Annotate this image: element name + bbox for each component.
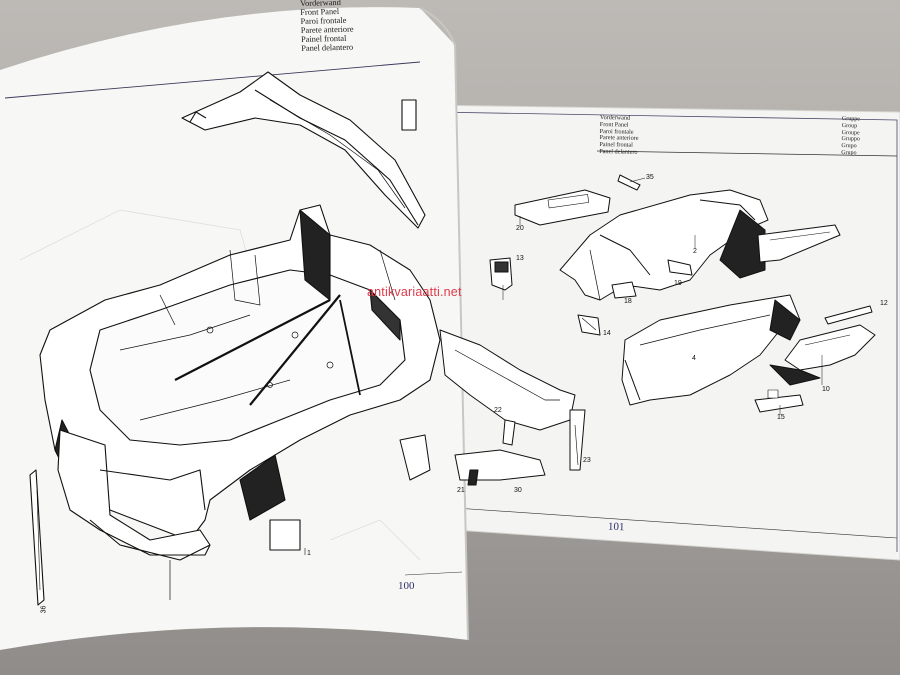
callout-part-19: 19 [674,280,682,287]
watermark-text: antikvariaatti.net [367,285,462,299]
right-page-group-labels: Gruppe Group Groupe Gruppo Grupo Grupo [841,116,860,157]
right-page-frame [433,111,898,552]
left-page-number: 100 [398,580,415,592]
callout-part-2: 2 [693,248,697,255]
callout-part-20: 20 [516,225,524,232]
callout-part-10: 10 [822,386,830,393]
left-page-frame [4,61,421,99]
callout-part-36: 36 [40,605,48,614]
right-page-header: Vorderwand Front Panel Paroi frontale Pa… [599,114,639,157]
header-line-es: Panel delantero [301,42,354,53]
front-body-shell-drawing [29,71,441,606]
callout-part-1: 1 [307,550,311,557]
front-panel-parts-drawing [399,174,876,486]
callout-part-14: 14 [603,330,611,337]
callout-part-35: 35 [646,174,654,181]
group-line-es: Grupo [841,149,857,157]
callout-part-4: 4 [692,355,696,362]
callout-part-15: 15 [777,414,785,421]
right-page-number: 101 [607,520,625,534]
left-page-header: Vorderwand Front Panel Paroi frontale Pa… [300,0,354,53]
header-line-es: Panel delantero [599,147,638,156]
callout-part-13: 13 [516,255,524,262]
callout-part-21: 21 [457,487,465,494]
group-line-en: Group [841,122,858,130]
callout-part-22: 22 [494,407,502,414]
callout-part-18: 18 [624,298,632,305]
callout-part-23: 23 [583,457,591,464]
callout-part-12: 12 [880,300,888,307]
callout-part-30: 30 [514,487,522,494]
